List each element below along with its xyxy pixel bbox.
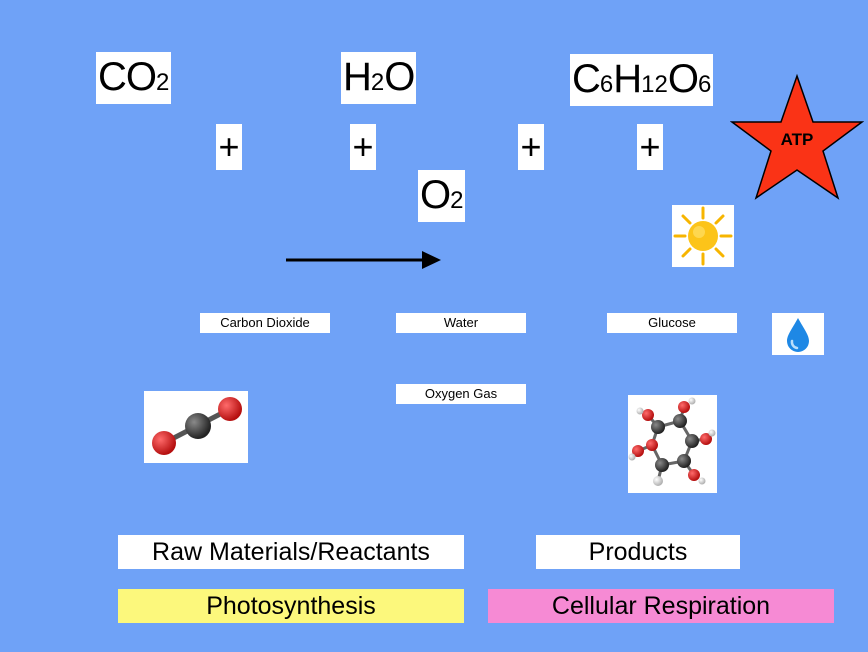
formula-glucose-sub3: 6 — [697, 71, 712, 98]
formula-o2-main: O — [420, 173, 451, 217]
formula-glucose-c: C — [572, 57, 601, 101]
co2-molecule-image — [144, 391, 248, 463]
process-cellular-respiration: Cellular Respiration — [488, 589, 834, 623]
plus-sign-4: + — [637, 124, 663, 170]
atp-label: ATP — [780, 130, 814, 149]
category-products: Products — [536, 535, 740, 569]
sun-icon — [673, 206, 733, 266]
process-photosynthesis: Photosynthesis — [118, 589, 464, 623]
label-carbon-dioxide: Carbon Dioxide — [200, 313, 330, 333]
water-drop-image — [772, 313, 824, 355]
atp-star: ATP — [730, 72, 864, 202]
label-water: Water — [396, 313, 526, 333]
formula-co2-main: CO — [98, 55, 157, 99]
formula-co2-sub: 2 — [156, 69, 170, 96]
formula-co2: CO2 — [96, 52, 172, 104]
formula-o2-sub: 2 — [450, 187, 464, 214]
formula-glucose-o: O — [667, 57, 699, 101]
formula-h2o: H2O — [341, 52, 417, 104]
reaction-arrow — [286, 248, 442, 272]
arrow-right-icon — [286, 251, 441, 269]
formula-glucose: C6H12O6 — [570, 54, 714, 106]
plus-sign-1: + — [216, 124, 242, 170]
formula-glucose-sub1: 6 — [599, 71, 614, 98]
star-icon — [730, 73, 864, 200]
formula-h2o-h: H — [343, 55, 372, 99]
label-glucose: Glucose — [607, 313, 737, 333]
sun-image — [672, 205, 734, 267]
category-reactants: Raw Materials/Reactants — [118, 535, 464, 569]
formula-h2o-sub: 2 — [370, 69, 385, 96]
water-drop-icon — [787, 318, 809, 352]
formula-glucose-h: H — [613, 57, 642, 101]
co2-molecule-icon — [152, 397, 242, 455]
plus-sign-2: + — [350, 124, 376, 170]
formula-h2o-o: O — [384, 55, 415, 99]
label-oxygen-gas: Oxygen Gas — [396, 384, 526, 404]
formula-glucose-sub2: 12 — [641, 71, 668, 98]
glucose-molecule-icon — [628, 397, 716, 486]
formula-o2: O2 — [418, 170, 466, 222]
glucose-molecule-image — [628, 395, 717, 493]
plus-sign-3: + — [518, 124, 544, 170]
